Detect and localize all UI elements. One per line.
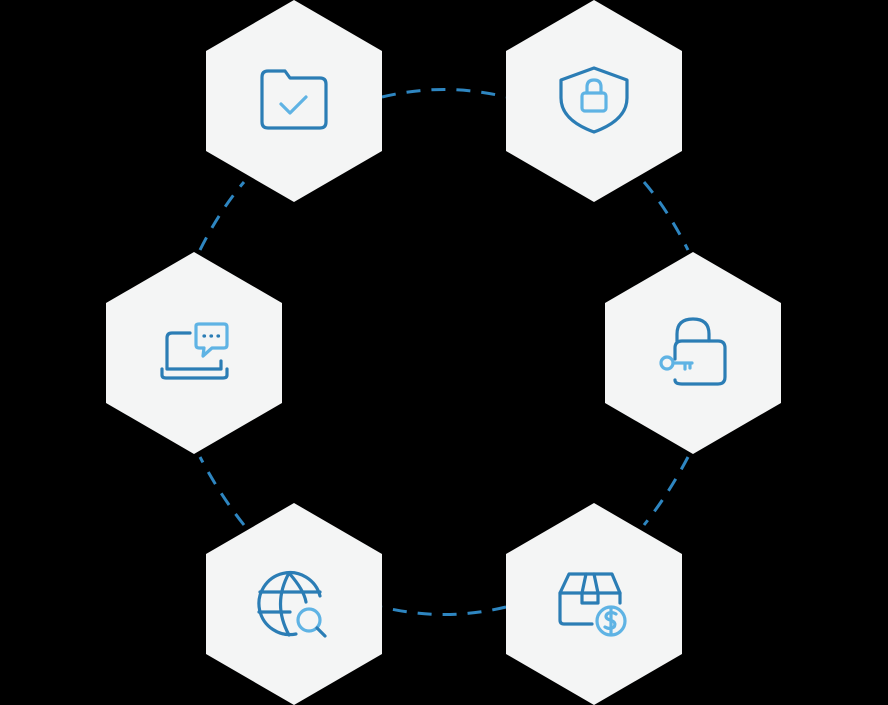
node-support-chat bbox=[106, 252, 282, 454]
hexagon-access-key bbox=[605, 252, 781, 454]
connector-files-security bbox=[381, 88, 507, 99]
connector-web-search-support-chat bbox=[198, 456, 246, 526]
shield-lock-icon bbox=[559, 66, 629, 134]
connector-access-key-payments bbox=[642, 456, 690, 526]
laptop-chat-icon bbox=[160, 322, 229, 380]
box-dollar-icon bbox=[558, 572, 627, 637]
padlock-key-icon bbox=[659, 317, 727, 386]
hexagon-web-search bbox=[206, 503, 382, 705]
connector-support-chat-files bbox=[198, 181, 246, 251]
connector-payments-web-search bbox=[381, 605, 507, 616]
folder-check-icon bbox=[260, 69, 328, 130]
connector-ring bbox=[198, 88, 690, 616]
node-security bbox=[506, 0, 682, 202]
node-files bbox=[206, 0, 382, 202]
node-payments bbox=[506, 503, 682, 705]
node-web-search bbox=[206, 503, 382, 705]
node-access-key bbox=[605, 252, 781, 454]
hexagon-support-chat bbox=[106, 252, 282, 454]
hexagon-security bbox=[506, 0, 682, 202]
connector-security-access-key bbox=[642, 181, 690, 251]
hexagon-files bbox=[206, 0, 382, 202]
globe-search-icon bbox=[257, 571, 327, 638]
